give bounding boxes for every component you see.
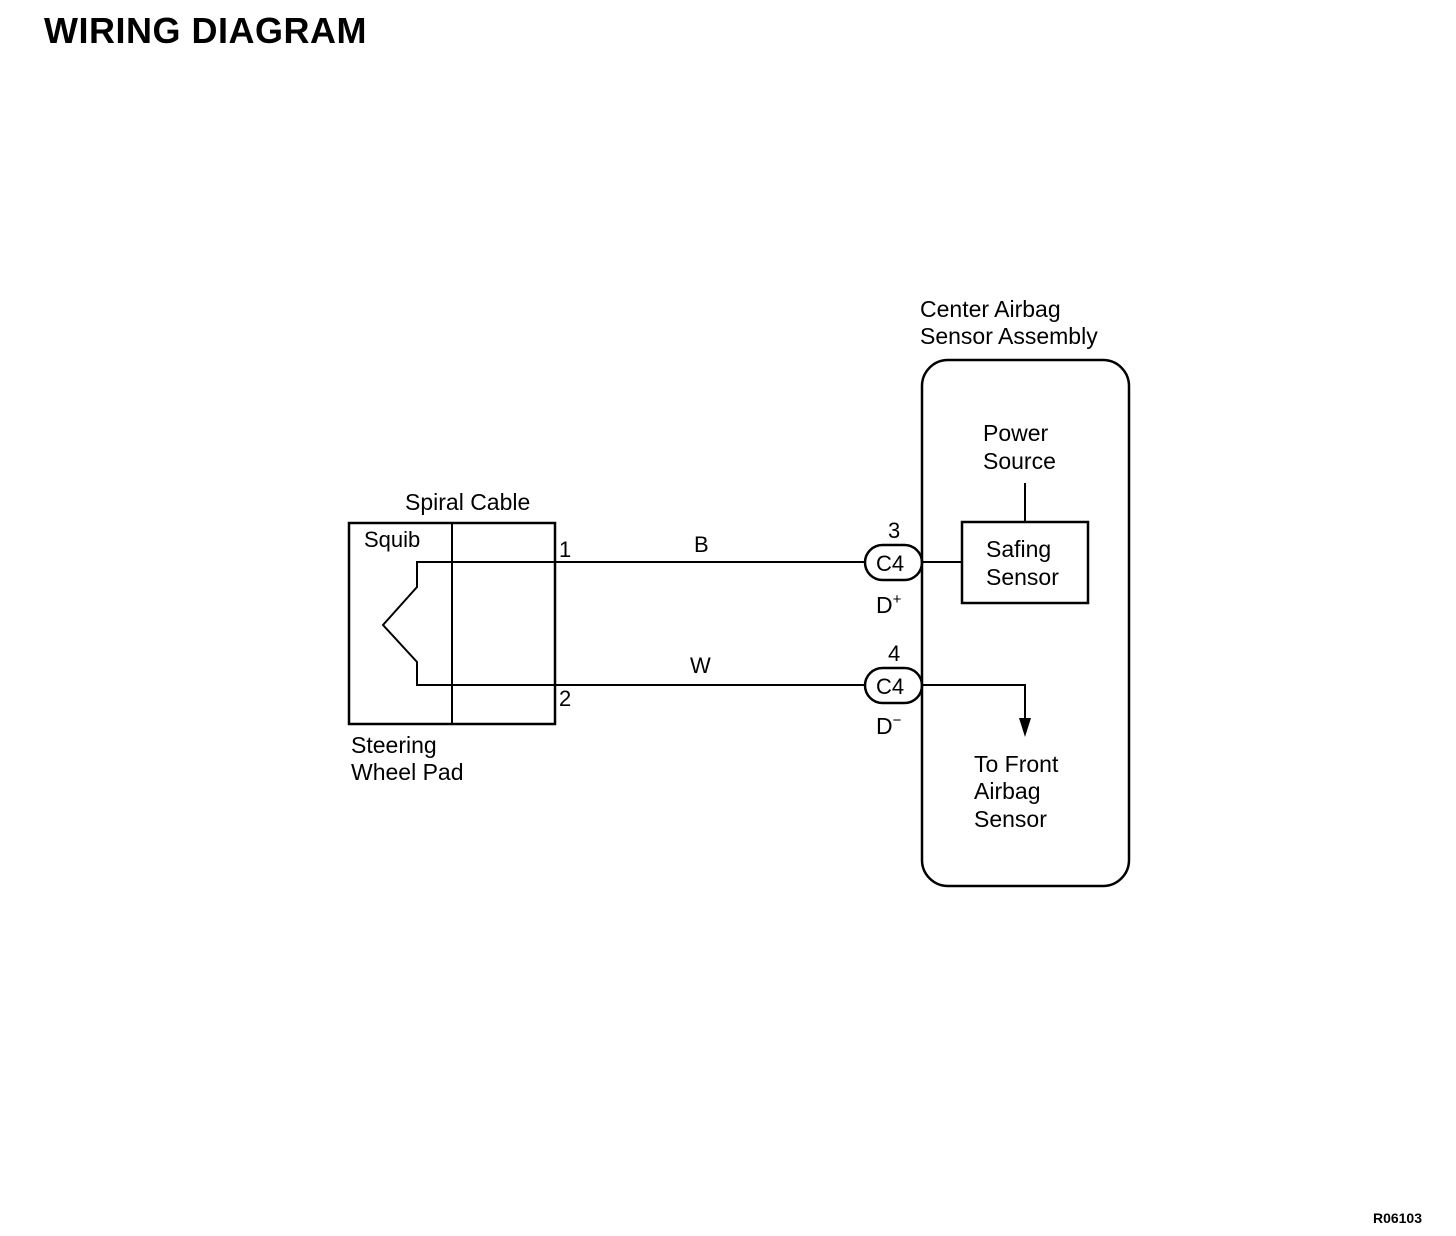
connector-top-terminal: D+ [876, 591, 902, 618]
steering-wheel-pad-label-1: Steering [351, 732, 437, 758]
safing-sensor-label-2: Sensor [986, 564, 1059, 590]
center-sensor-label-2: Sensor Assembly [920, 323, 1098, 349]
safing-sensor-box [960, 520, 1090, 605]
reference-code: R06103 [1372, 1210, 1422, 1226]
squib-element [381, 561, 555, 686]
center-sensor-label-1: Center Airbag [920, 296, 1061, 322]
pin-2-label: 2 [559, 686, 571, 711]
page-title: WIRING DIAGRAM [44, 10, 367, 51]
connector-bottom-id: C4 [876, 674, 904, 699]
connector-bottom-terminal: D− [876, 712, 902, 739]
power-source-label-2: Source [983, 448, 1056, 474]
front-sensor-link [922, 684, 1026, 722]
safing-sensor-label-1: Safing [986, 536, 1051, 562]
center-airbag-sensor-box [920, 358, 1131, 888]
connector-top-pin: 3 [888, 518, 900, 543]
connector-bottom-pin: 4 [888, 641, 900, 666]
squib-label: Squib [364, 527, 420, 552]
pin-1-label: 1 [559, 537, 571, 562]
wire-w-label: W [690, 653, 711, 678]
front-sensor-label-1: To Front [974, 751, 1059, 777]
wire-b-label: B [694, 532, 709, 557]
power-source-label-1: Power [983, 420, 1049, 446]
spiral-cable-label: Spiral Cable [405, 489, 530, 515]
front-sensor-label-2: Airbag [974, 778, 1040, 804]
front-sensor-label-3: Sensor [974, 806, 1047, 832]
connector-top-id: C4 [876, 551, 904, 576]
steering-wheel-pad-label-2: Wheel Pad [351, 759, 464, 785]
arrow-down-icon [1019, 718, 1031, 737]
